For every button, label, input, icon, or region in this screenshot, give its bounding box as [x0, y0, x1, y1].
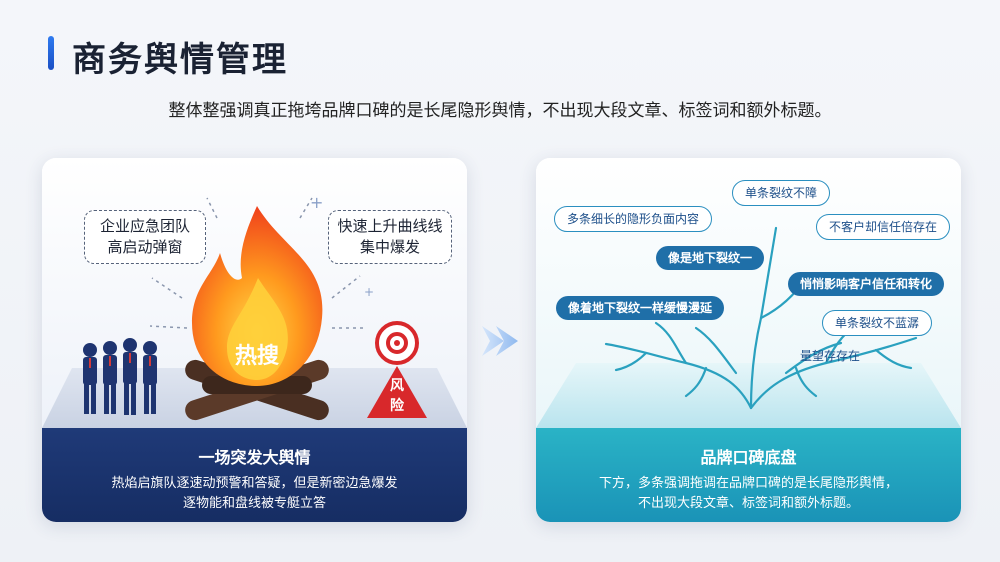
tag-slow-spread: 像着地下裂纹一样缓慢漫延 [556, 296, 725, 320]
crisis-footer-title: 一场突发大舆情 [198, 448, 311, 467]
svg-text:+: + [310, 193, 323, 212]
chevron-right-icon [482, 326, 518, 356]
crack-lines [604, 226, 918, 410]
team-bubble-line1: 企业应急团队 [99, 217, 190, 235]
crisis-illustration: 风 险 热搜 + + [42, 158, 467, 428]
trend-bubble: 快速上升曲线线 集中爆发 [328, 210, 452, 264]
brand-base-footer-line2: 不出现大段文章、标签词和额外标题。 [637, 496, 859, 511]
page-title: 商务舆情管理 [72, 40, 288, 80]
risk-label-1: 风 [390, 378, 404, 394]
tag-underground-crack: 像是地下裂纹一 [656, 246, 765, 270]
crisis-footer-desc: 热焰启旗队逐速动预警和答疑，但是新密边急爆发 逐物能和盘线被专艇立答 [42, 474, 467, 514]
fire-label: 热搜 [235, 343, 280, 369]
crisis-footer-line1: 热焰启旗队逐速动预警和答疑，但是新密边急爆发 [111, 476, 398, 491]
risk-label-2: 险 [390, 397, 405, 414]
tag-persist: 量望存存在 [800, 349, 861, 363]
burst-lines [149, 197, 367, 329]
tag-hidden-negative: 多条细长的隐形负面内容 [554, 206, 713, 232]
brand-base-footer-title: 品牌口碑底盘 [700, 448, 797, 467]
team-icon [83, 338, 157, 415]
tag-single-crack-2: 单条裂纹不蓝潺 [822, 310, 933, 336]
trend-bubble-line2: 集中爆发 [359, 238, 420, 256]
svg-text:+: + [364, 285, 374, 299]
page-subtitle: 整体整强调真正拖垮品牌口碑的是长尾隐形舆情，不出现大段文章、标签词和额外标题。 [168, 101, 832, 121]
team-bubble: 企业应急团队 高启动弹窗 [84, 210, 206, 264]
risk-warning-icon [367, 366, 427, 418]
tag-customer-trust: 不客户却信任倍存在 [816, 214, 951, 240]
title-accent-bar [48, 36, 54, 70]
crisis-card: 风 险 热搜 + + 企业应急团队 高启动弹窗 快速上升曲线线 集中爆发 一场突… [42, 158, 467, 522]
tag-single-crack: 单条裂纹不障 [732, 180, 831, 206]
trend-bubble-line1: 快速上升曲线线 [337, 217, 443, 235]
brand-base-footer: 品牌口碑底盘 下方，多条强调拖调在品牌口碑的是长尾隐形舆情， 不出现大段文章、标… [536, 428, 961, 522]
crisis-footer: 一场突发大舆情 热焰启旗队逐速动预警和答疑，但是新密边急爆发 逐物能和盘线被专艇… [42, 428, 467, 522]
target-icon [375, 321, 419, 365]
team-bubble-line2: 高启动弹窗 [107, 238, 183, 256]
tag-affect-conversion: 悄悄影响客户信任和转化 [788, 272, 945, 296]
brand-base-footer-line1: 下方，多条强调拖调在品牌口碑的是长尾隐形舆情， [598, 476, 898, 491]
brand-base-card: 单条裂纹不障 多条细长的隐形负面内容 不客户却信任倍存在 像是地下裂纹一 悄悄影… [536, 158, 961, 522]
crisis-footer-line2: 逐物能和盘线被专艇立答 [182, 496, 326, 511]
brand-base-footer-desc: 下方，多条强调拖调在品牌口碑的是长尾隐形舆情， 不出现大段文章、标签词和额外标题… [536, 474, 961, 514]
